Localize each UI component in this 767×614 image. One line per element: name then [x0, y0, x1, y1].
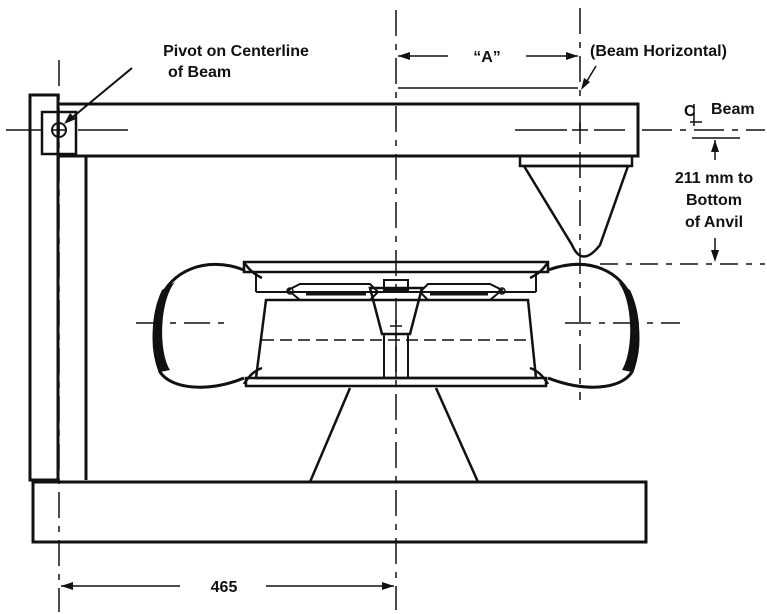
centerline-beam-label: Beam: [711, 101, 755, 118]
anvil-label-line1: 211 mm to: [675, 170, 753, 187]
pivot-label-line1: Pivot on Centerline: [163, 43, 309, 60]
pivot-label-line2: of Beam: [168, 64, 231, 81]
base-plate: [31, 480, 648, 544]
pedestal: [308, 387, 480, 483]
anvil: [518, 154, 634, 258]
anvil-label-line3: of Anvil: [685, 214, 743, 231]
beam-horizontal-label: (Beam Horizontal): [590, 43, 727, 60]
anvil-height-dimension: [600, 137, 765, 265]
anvil-label-line2: Bottom: [686, 192, 742, 209]
beam-horizontal-leader: [581, 65, 597, 90]
dimension-465: 465: [61, 579, 394, 596]
dimension-a-label: “A”: [473, 49, 501, 66]
dimension-a: “A”: [398, 49, 578, 66]
beam-centerline: [6, 122, 765, 138]
dimension-465-label: 465: [211, 579, 238, 596]
centerline-symbol: C: [684, 103, 696, 120]
tire-assembly: [152, 260, 640, 389]
pivot-leader-arrow: [64, 67, 133, 124]
